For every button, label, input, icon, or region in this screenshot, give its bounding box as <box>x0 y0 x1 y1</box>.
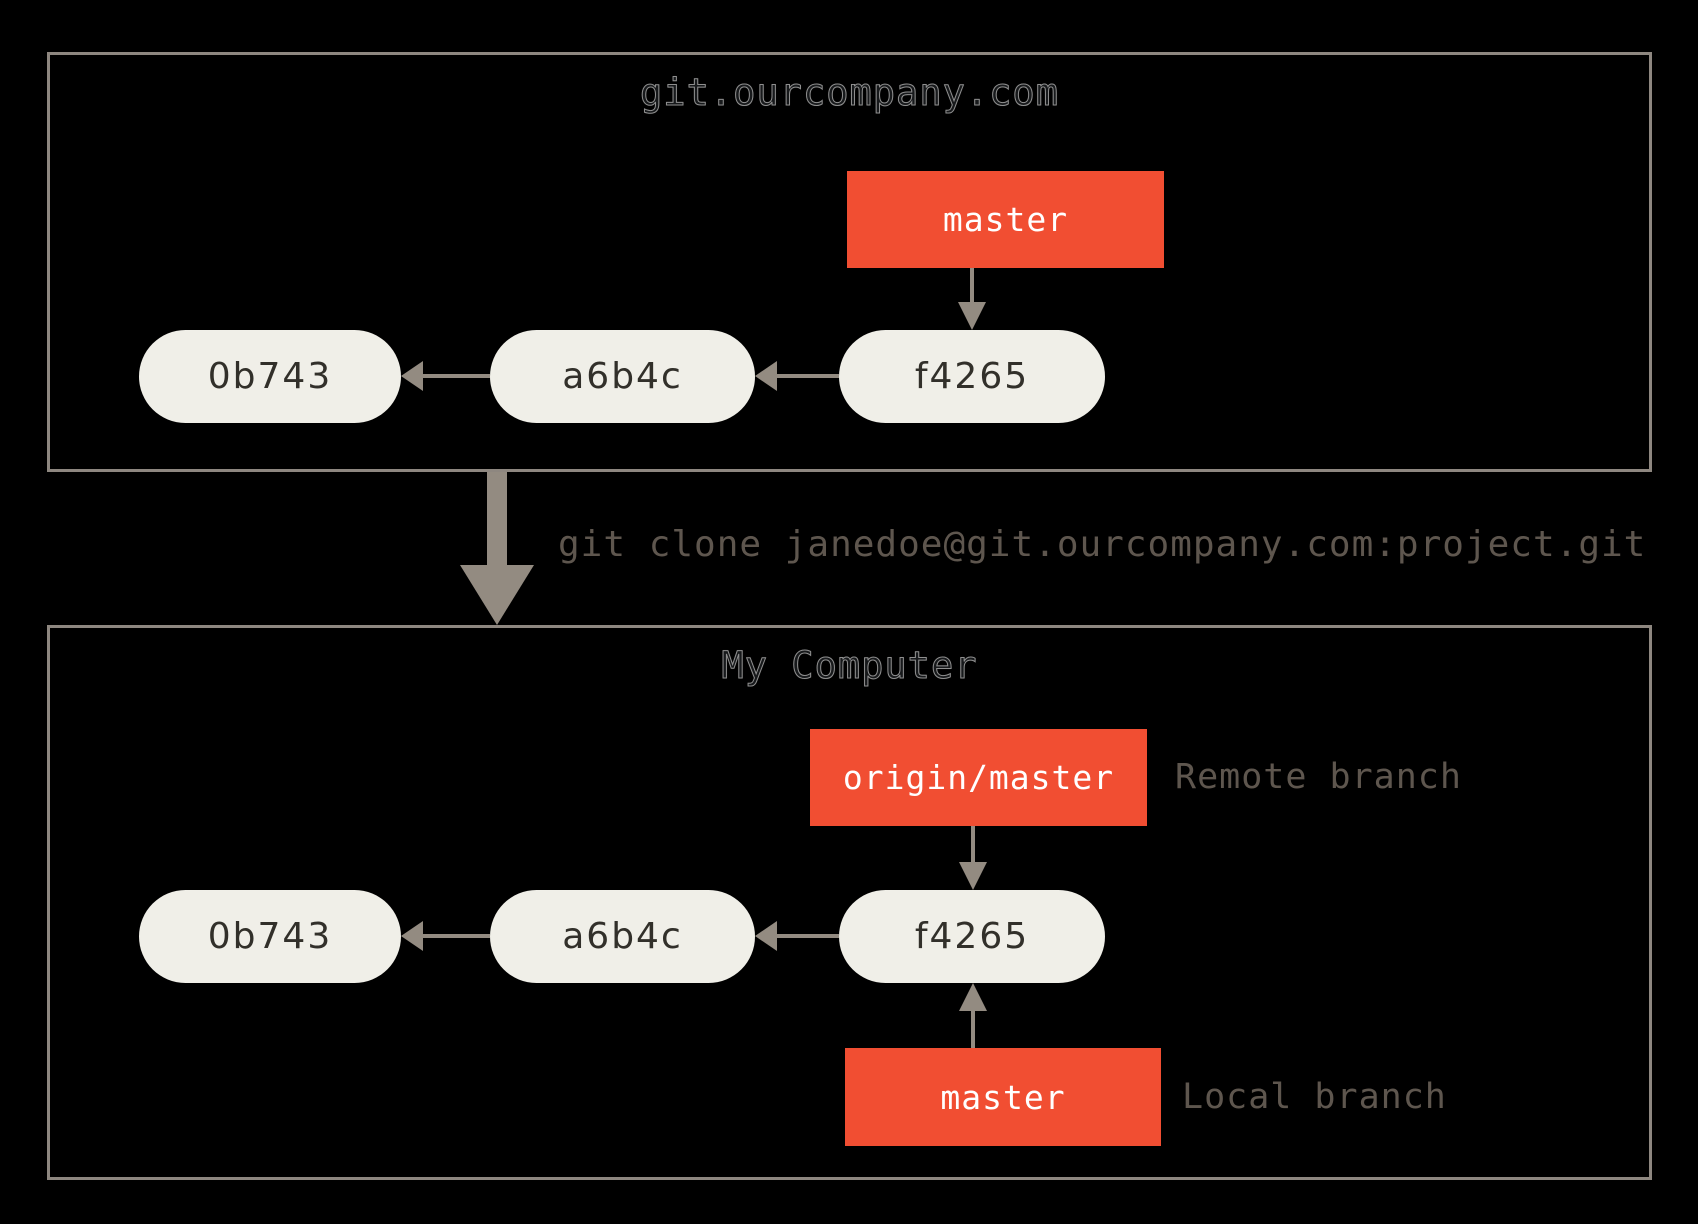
remote-branch-annotation: Remote branch <box>1175 757 1462 797</box>
arrow-head-down-icon <box>959 862 987 890</box>
local-branch-box: master <box>845 1048 1161 1146</box>
computer-commit-f4265: f4265 <box>839 890 1105 983</box>
remote-branch-box: origin/master <box>810 729 1147 826</box>
server-commit-a6b4c: a6b4c <box>490 330 755 423</box>
commit-label: a6b4c <box>562 356 683 397</box>
arrow-shaft <box>775 374 839 378</box>
clone-command-text: git clone janedoe@git.ourcompany.com:pro… <box>558 524 1647 565</box>
commit-label: a6b4c <box>562 916 683 957</box>
clone-arrow-shaft <box>487 472 507 565</box>
commit-label: f4265 <box>914 916 1030 957</box>
server-commit-f4265: f4265 <box>839 330 1105 423</box>
arrow-head-up-icon <box>959 983 987 1011</box>
computer-commit-0b743: 0b743 <box>139 890 401 983</box>
arrow-shaft <box>971 826 975 864</box>
arrow-head-left-icon <box>401 921 423 951</box>
arrow-head-left-icon <box>755 921 777 951</box>
server-repo-box <box>47 52 1652 472</box>
computer-repo-box <box>47 625 1652 1180</box>
computer-commit-a6b4c: a6b4c <box>490 890 755 983</box>
arrow-shaft <box>775 934 839 938</box>
server-box-title: git.ourcompany.com <box>640 71 1059 114</box>
arrow-head-left-icon <box>401 361 423 391</box>
server-commit-0b743: 0b743 <box>139 330 401 423</box>
remote-branch-label: origin/master <box>842 758 1115 797</box>
arrow-shaft <box>970 268 974 304</box>
clone-arrow-head-icon <box>460 565 534 625</box>
arrow-shaft <box>421 374 490 378</box>
commit-label: f4265 <box>914 356 1030 397</box>
server-master-branch-box: master <box>847 171 1164 268</box>
arrow-shaft <box>971 1009 975 1048</box>
computer-box-title: My Computer <box>721 644 978 687</box>
commit-label: 0b743 <box>207 916 333 957</box>
local-branch-label: master <box>940 1077 1066 1117</box>
server-master-branch-label: master <box>942 200 1069 239</box>
local-branch-annotation: Local branch <box>1182 1077 1447 1117</box>
arrow-shaft <box>421 934 490 938</box>
arrow-head-left-icon <box>755 361 777 391</box>
commit-label: 0b743 <box>207 356 333 397</box>
arrow-head-down-icon <box>958 302 986 330</box>
